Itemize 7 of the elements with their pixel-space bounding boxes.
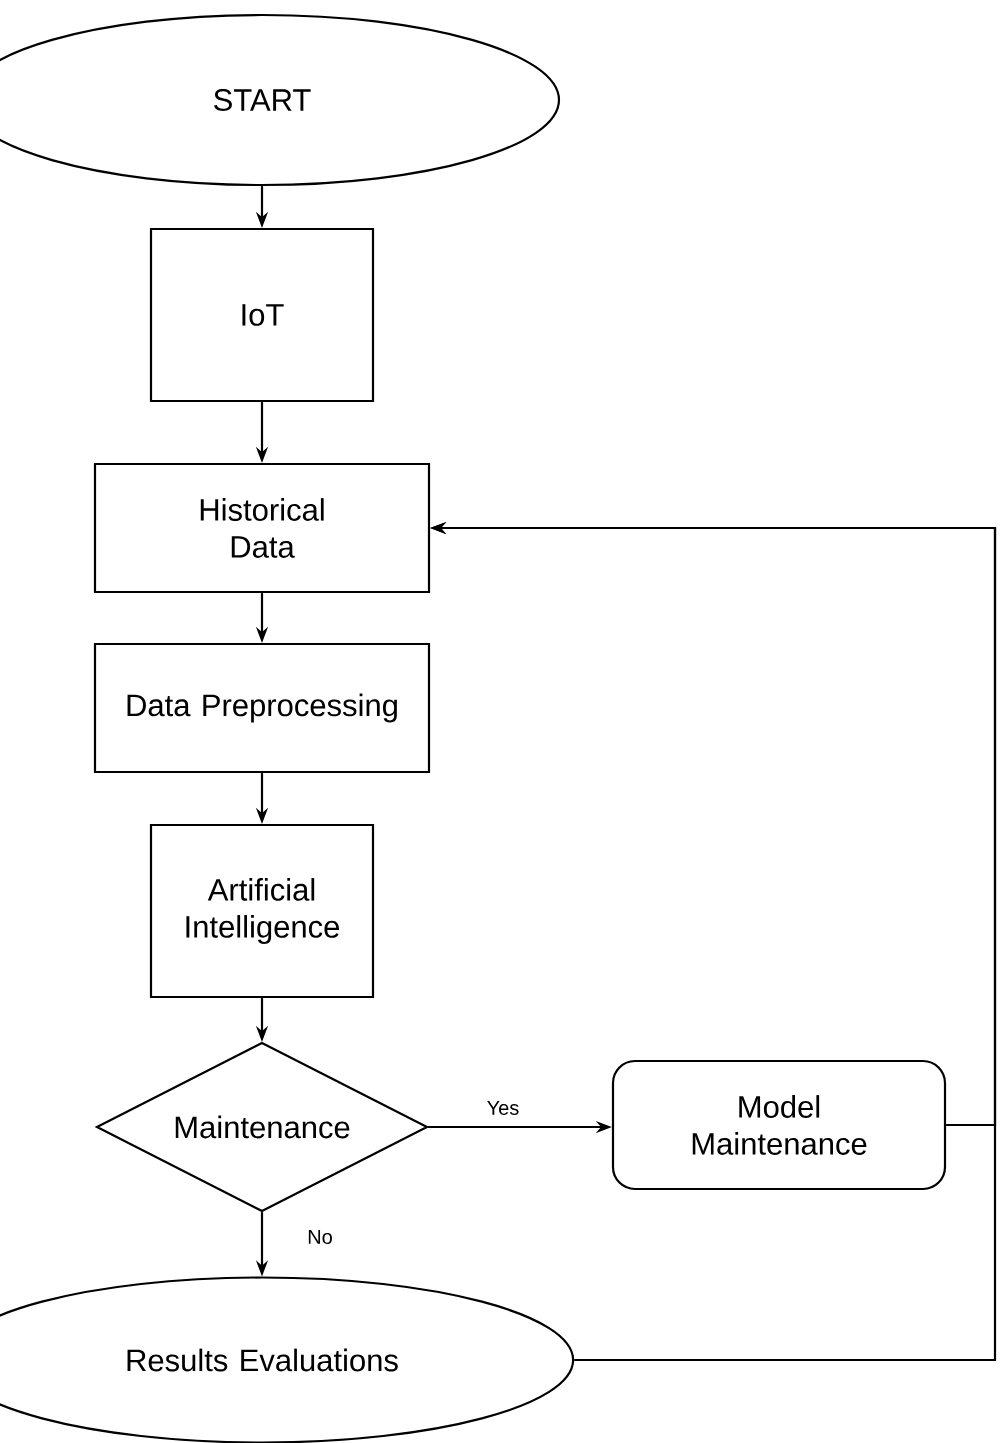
edge-label: No bbox=[305, 1228, 335, 1246]
process-box: Model Maintenance bbox=[611, 1059, 947, 1191]
process-box: Artificial Intelligence bbox=[149, 823, 375, 999]
process-box: Data Preprocessing bbox=[93, 642, 431, 774]
process-box: Historical Data bbox=[93, 462, 431, 594]
process-box: IoT bbox=[149, 227, 375, 403]
edge-label: Yes bbox=[484, 1099, 522, 1117]
